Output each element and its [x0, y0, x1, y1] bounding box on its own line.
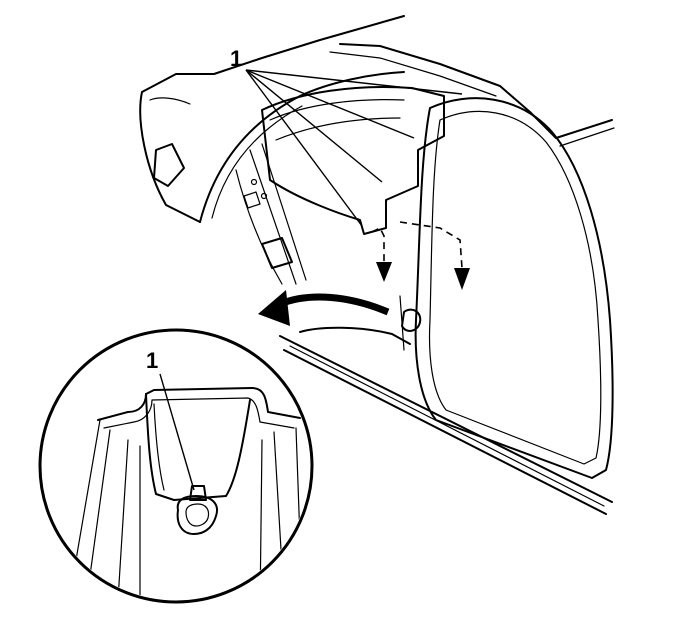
callout-leaders — [245, 69, 463, 227]
latch-striker — [401, 308, 422, 332]
pillar-trim-panel — [235, 85, 445, 285]
arrow-down-right — [454, 268, 470, 290]
fuel-door — [153, 143, 185, 187]
detail-inset: 1 — [38, 328, 314, 604]
rocker-sill — [279, 326, 613, 515]
removal-arrow-curved — [258, 290, 390, 326]
arrow-down-left — [376, 262, 392, 282]
clip-body — [176, 495, 218, 535]
removal-arrows-dashed — [371, 221, 470, 290]
door-opening — [399, 97, 614, 479]
callout-label-detail: 1 — [146, 348, 158, 373]
roof-rail — [329, 43, 615, 147]
callout-label-main: 1 — [230, 46, 242, 71]
inset-border — [38, 328, 314, 604]
